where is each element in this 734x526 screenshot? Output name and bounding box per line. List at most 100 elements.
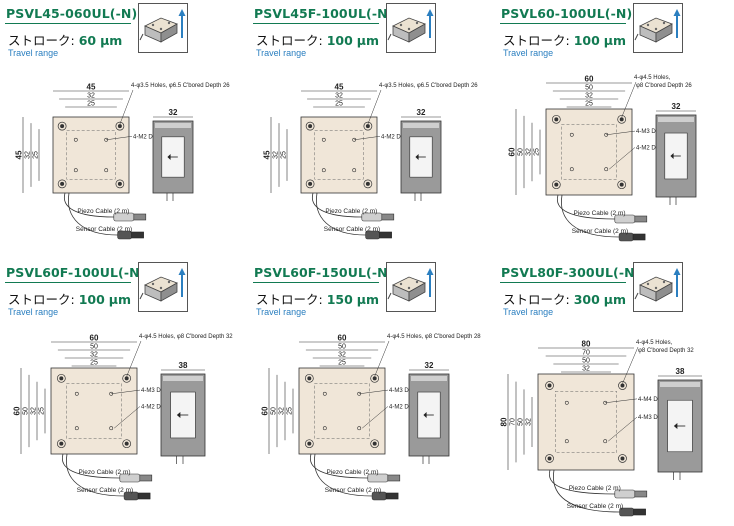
tapped-hole xyxy=(322,391,327,396)
side-arrow-head xyxy=(167,154,171,160)
stroke-label: ストローク: xyxy=(503,33,570,48)
model-name: PSVL45F-100UL(-N) xyxy=(254,6,394,21)
stage-photo-thumbnail xyxy=(633,262,683,312)
sensor-connector-tip xyxy=(632,233,646,241)
stage-photo-thumbnail xyxy=(386,3,436,53)
stage-plate xyxy=(300,116,378,194)
piezo-cable-label: Piezo Cable (2 m) xyxy=(77,208,129,215)
hole-note: 4-φ4.5 Holes, φ8 C'bored Depth 28 xyxy=(387,334,481,340)
through-hole xyxy=(547,456,552,461)
tap-note-2: 4-M2 Depth 4 xyxy=(389,404,426,410)
stroke-label: ストローク: xyxy=(8,292,75,307)
counterbore-hole xyxy=(304,373,314,383)
width-dimension-label: 50 xyxy=(585,85,593,92)
leader-line xyxy=(606,130,636,136)
hole-note: 4-φ3.5 Holes, φ6.5 C'bored Depth 26 xyxy=(131,83,230,89)
sensor-cable-label: Sensor Cable (2 m) xyxy=(324,226,380,233)
width-dimension-label: 25 xyxy=(338,360,346,367)
piezo-connector-tip xyxy=(634,490,648,498)
tapped-hole xyxy=(73,137,78,142)
leader-line xyxy=(354,136,381,141)
width-dimension-label: 25 xyxy=(585,101,593,108)
counterbore-hole xyxy=(57,179,67,189)
piezo-cable-line xyxy=(63,192,114,218)
sensor-cable-line xyxy=(314,453,373,497)
through-hole xyxy=(124,376,129,381)
height-dimension-label: 32 xyxy=(273,151,280,159)
stroke-label: ストローク: xyxy=(256,33,323,48)
tap-note-2: 4-M3 Depth 5 xyxy=(638,415,675,421)
model-name: PSVL60-100UL(-N) xyxy=(501,6,633,21)
stage-plate xyxy=(545,108,633,196)
stage-photo-thumbnail xyxy=(633,3,683,53)
tapped-hole xyxy=(357,426,362,431)
tapped-hole xyxy=(564,439,569,444)
counterbore-hole xyxy=(618,381,627,390)
counterbore-hole xyxy=(304,439,314,449)
tap-note: 4-M3 Depth 5 xyxy=(389,388,426,394)
tapped-hole xyxy=(603,439,608,444)
width-dimension-label: 60 xyxy=(338,334,347,343)
travel-range-label: Travel range xyxy=(8,48,59,58)
width-dimension-label: 25 xyxy=(335,101,343,108)
leader-line xyxy=(111,389,141,395)
stroke-row: ストローク: 100 µm xyxy=(503,30,626,49)
width-dimension-label: 32 xyxy=(582,366,590,373)
tap-note: 4-M3 Depth 5 xyxy=(636,129,673,135)
counterbore-hole xyxy=(56,439,66,449)
width-dimension-label: 25 xyxy=(90,360,98,367)
height-dimension-label: 32 xyxy=(279,407,286,415)
inner-outline xyxy=(555,391,617,453)
height-dimension-label: 50 xyxy=(23,407,30,415)
leader-line xyxy=(609,147,636,170)
counterbore-hole xyxy=(56,373,66,383)
model-name: PSVL45-060UL(-N) xyxy=(6,6,138,21)
stage-photo-thumbnail xyxy=(386,262,436,312)
tapped-hole xyxy=(564,400,569,405)
side-view-top-band xyxy=(163,376,203,381)
stage-plate xyxy=(52,116,130,194)
stroke-value: 100 xyxy=(78,292,105,307)
piezo-cable-line xyxy=(548,469,615,495)
travel-range-label: Travel range xyxy=(256,48,307,58)
leader-line xyxy=(608,416,638,442)
piezo-connector-tip xyxy=(133,213,147,221)
counterbore-hole xyxy=(122,373,132,383)
piezo-cable-line xyxy=(556,194,615,220)
inner-outline xyxy=(561,124,617,180)
through-hole xyxy=(619,182,624,187)
through-hole xyxy=(307,376,312,381)
height-dimension-label: 50 xyxy=(271,407,278,415)
leader-line xyxy=(622,346,639,384)
leader-line xyxy=(359,389,389,395)
tap-note: 4-M2 Depth 4 xyxy=(133,134,170,140)
through-hole xyxy=(60,181,65,186)
counterbore-hole xyxy=(545,381,554,390)
tapped-hole xyxy=(569,167,574,172)
stage-photo-icon xyxy=(387,9,434,43)
stroke-row: ストローク: 300 µm xyxy=(503,289,626,308)
through-hole xyxy=(307,441,312,446)
travel-range-label: Travel range xyxy=(8,307,59,317)
hole-note: 4-φ4.5 Holes, xyxy=(634,75,671,81)
side-width-label: 38 xyxy=(179,361,188,370)
side-view-top-band xyxy=(155,123,191,128)
through-hole xyxy=(554,182,559,187)
stage-panel: PSVL60F-100UL(-N) ストローク: 100 µm Travel r… xyxy=(3,262,239,518)
through-hole xyxy=(59,376,64,381)
height-dimension-label: 60 xyxy=(13,406,22,415)
stroke-row: ストローク: 150 µm xyxy=(256,289,379,308)
through-hole xyxy=(619,117,624,122)
stage-photo-icon xyxy=(139,268,186,302)
tap-note: 4-M2 Depth 4 xyxy=(381,134,418,140)
travel-range-label: Travel range xyxy=(503,48,554,58)
counterbore-hole xyxy=(305,121,315,131)
tapped-hole xyxy=(352,168,357,173)
model-underline xyxy=(253,23,379,24)
counterbore-hole xyxy=(617,114,627,124)
sensor-cable-label: Sensor Cable (2 m) xyxy=(567,503,623,510)
sensor-cable-line xyxy=(316,192,366,236)
